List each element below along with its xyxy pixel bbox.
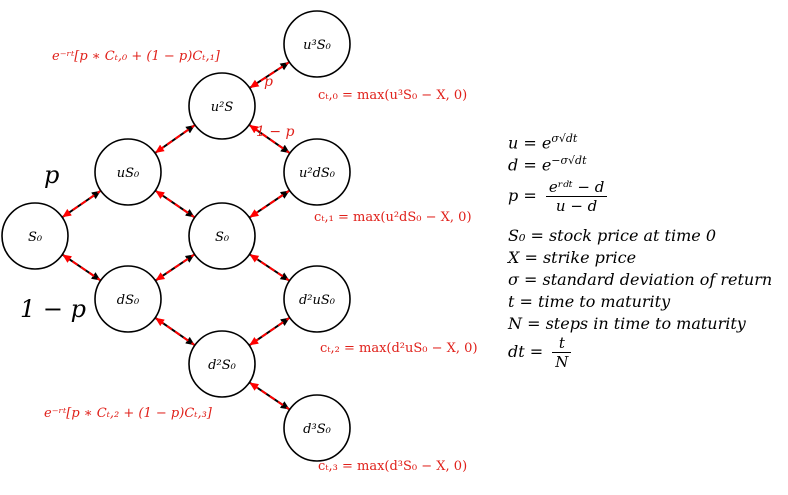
payoff-c3: cₜ,₃ = max(d³S₀ − X, 0) xyxy=(318,459,467,474)
node-u2s: u²S xyxy=(188,72,256,140)
def-dt-denominator: N xyxy=(555,353,569,371)
node-circle xyxy=(283,265,351,333)
def-t: t = time to maturity xyxy=(508,292,671,311)
node-label: u²dS₀ xyxy=(299,166,336,181)
node-circle xyxy=(188,202,256,270)
backward-arrow-u2ds0-s0m xyxy=(249,188,292,218)
prob-down-label: 1 − p xyxy=(20,295,86,323)
def-u: u = eσ√dt xyxy=(508,132,577,152)
def-p-lhs: p = xyxy=(508,186,537,205)
node-u2ds0: u²dS₀ xyxy=(283,138,351,206)
node-circle xyxy=(283,10,351,78)
node-label: d²uS₀ xyxy=(299,293,336,308)
def-p-numerator: eʳᵈᵗ − d xyxy=(545,178,608,197)
def-n: N = steps in time to maturity xyxy=(508,314,746,333)
def-s0: S₀ = stock price at time 0 xyxy=(508,226,716,245)
bottom-discount-formula: e⁻ʳᵗ[p ∗ Cₜ,₂ + (1 − p)Cₜ,₃] xyxy=(44,406,213,421)
backward-arrow-d2us0-s0m xyxy=(249,253,292,283)
def-u-lhs: u = e xyxy=(508,133,552,153)
node-circle xyxy=(1,202,69,270)
backward-arrow-d2s0-ds0 xyxy=(155,317,198,348)
node-circle xyxy=(283,394,351,462)
tree-nodes: S₀ uS₀ dS₀ u²S S₀ d²S₀ u³S₀ u²dS₀ d²uS₀ d³S₀ xyxy=(1,10,351,462)
backward-arrow-u3s0-u2s xyxy=(249,60,292,89)
node-label: d²S₀ xyxy=(208,358,236,373)
node-u3s0: u³S₀ xyxy=(283,10,351,78)
node-label: S₀ xyxy=(28,230,43,245)
def-p-denominator: u − d xyxy=(555,197,598,215)
backward-arrow-u2ds0-u2s xyxy=(249,124,293,156)
backward-edges xyxy=(62,60,293,412)
def-dt-lhs: dt = xyxy=(508,342,544,361)
prob-down-small-label: 1 − p xyxy=(256,124,295,140)
backward-arrow-s0m-us0 xyxy=(155,190,197,220)
node-label: uS₀ xyxy=(117,166,140,181)
def-dt-fraction: t N xyxy=(552,334,572,371)
backward-arrow-u2s-us0 xyxy=(155,122,198,154)
payoff-c1: cₜ,₁ = max(u²dS₀ − X, 0) xyxy=(314,210,472,225)
node-label: u³S₀ xyxy=(303,38,331,53)
def-sigma: σ = standard deviation of return xyxy=(508,270,773,289)
def-p-fraction: eʳᵈᵗ − d u − d xyxy=(545,178,608,215)
payoff-c0: cₜ,₀ = max(u³S₀ − X, 0) xyxy=(318,88,467,103)
def-dt: dt = t N xyxy=(508,334,572,371)
node-circle xyxy=(188,330,256,398)
def-d-lhs: d = e xyxy=(508,155,552,175)
backward-arrow-ds0-s0 xyxy=(62,254,103,283)
prob-up-small-label: p xyxy=(264,74,273,90)
backward-arrow-d3s0-d2s0 xyxy=(249,382,292,412)
node-circle xyxy=(94,265,162,333)
backward-arrow-d2us0-d2s0 xyxy=(249,315,292,346)
node-s0: S₀ xyxy=(1,202,69,270)
def-d: d = e−σ√dt xyxy=(508,154,587,174)
backward-arrow-us0-s0 xyxy=(62,188,104,218)
node-label: S₀ xyxy=(215,230,230,245)
def-x: X = strike price xyxy=(508,248,637,267)
def-dt-numerator: t xyxy=(552,334,572,353)
node-ds0: dS₀ xyxy=(94,265,162,333)
node-d2us0: d²uS₀ xyxy=(283,265,351,333)
def-p: p = eʳᵈᵗ − d u − d xyxy=(508,178,608,215)
backward-arrow-s0m-ds0 xyxy=(155,252,197,281)
prob-up-label: p xyxy=(44,161,59,189)
node-us0: uS₀ xyxy=(94,138,162,206)
top-discount-formula: e⁻ʳᵗ[p ∗ Cₜ,₀ + (1 − p)Cₜ,₁] xyxy=(52,49,221,64)
node-label: d³S₀ xyxy=(303,422,331,437)
node-circle xyxy=(188,72,256,140)
node-d2s0: d²S₀ xyxy=(188,330,256,398)
node-d3s0: d³S₀ xyxy=(283,394,351,462)
def-d-exp: −σ√dt xyxy=(551,154,587,167)
def-u-exp: σ√dt xyxy=(551,132,578,145)
payoff-c2: cₜ,₂ = max(d²uS₀ − X, 0) xyxy=(320,341,478,356)
node-s0m: S₀ xyxy=(188,202,256,270)
node-label: u²S xyxy=(211,100,234,115)
node-label: dS₀ xyxy=(117,293,140,308)
node-circle xyxy=(283,138,351,206)
node-circle xyxy=(94,138,162,206)
